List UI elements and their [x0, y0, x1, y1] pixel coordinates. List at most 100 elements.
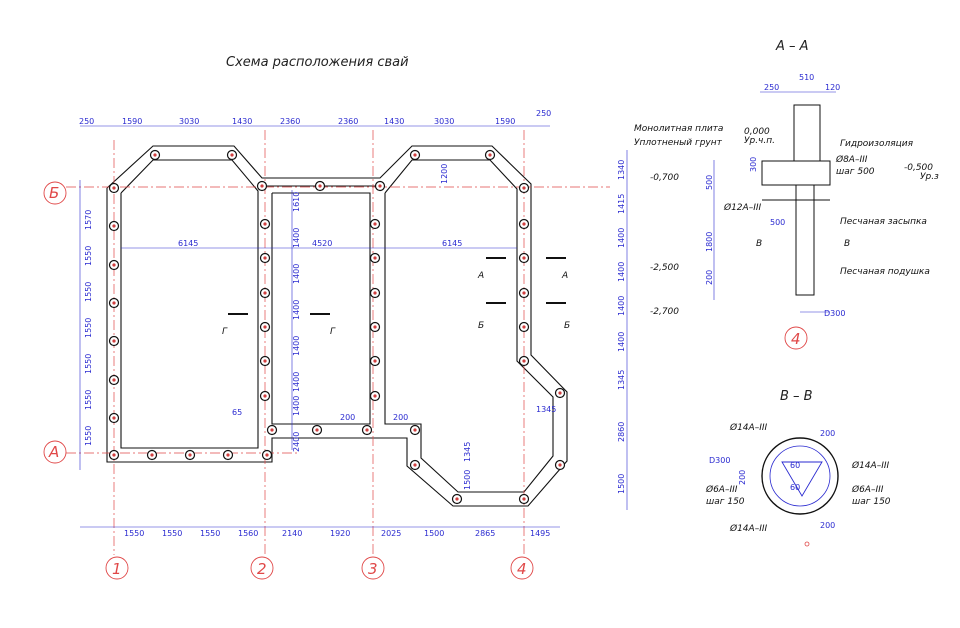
pile-center-18 [226, 453, 230, 457]
dim-mid-5: 1400 [292, 372, 301, 392]
pile-center-36 [413, 463, 417, 467]
pile-center-24 [263, 359, 267, 363]
vv-dim-1: 200 [738, 470, 747, 485]
dim-mid-1: 1400 [292, 228, 301, 248]
cut-b-right: Б [564, 321, 570, 331]
pile-markers [108, 149, 566, 505]
dim-1200: 1200 [440, 164, 449, 184]
vv-label-5: шаг 150 [852, 497, 891, 507]
pile-center-21 [263, 256, 267, 260]
cut-g-left: Г [222, 327, 228, 337]
dim-span-1: 6145 [178, 239, 198, 248]
dims-bottom: 1550 1550 1550 1560 2140 1920 2025 1500 … [124, 529, 550, 538]
dim-right-2: 1400 [617, 228, 626, 248]
vv-label-3: Ø14А–III [851, 460, 890, 471]
pile-center-31 [373, 359, 377, 363]
pile-center-1 [153, 153, 157, 157]
dim-top-5: 2360 [338, 117, 358, 126]
aa-elev-2500: -2,500 [650, 263, 679, 273]
dim-bottom-9: 1495 [530, 529, 550, 538]
dim-right-6: 1345 [617, 370, 626, 390]
dim-left-3: 1550 [84, 318, 93, 338]
pile-center-7 [488, 153, 492, 157]
dim-right-1: 1415 [617, 194, 626, 214]
aa-label-sand-fill: Песчаная засыпка [840, 217, 927, 227]
dim-top-0: 250 [79, 117, 94, 126]
vv-label-6: Ø14А–III [729, 523, 768, 534]
cut-b-left: Б [478, 321, 484, 331]
dim-left-6: 1550 [84, 426, 93, 446]
vv-label-0: Ø14А–III [729, 422, 768, 433]
dim-bottom-8: 2865 [475, 529, 495, 538]
dim-bottom-0: 1550 [124, 529, 144, 538]
axis-label-4: 4 [517, 560, 527, 578]
aa-label-waterproof: Гидроизоляция [840, 139, 914, 149]
pile-center-10 [112, 263, 116, 267]
axis-bubbles [43, 181, 534, 580]
aa-dim-1800: 1800 [705, 232, 714, 252]
pile-center-33 [315, 428, 319, 432]
axis-label-b: Б [49, 184, 59, 202]
axis-lines [66, 130, 610, 555]
dim-left-1: 1550 [84, 246, 93, 266]
dim-bottom-5: 1920 [330, 529, 350, 538]
section-aa: А – А 510 250 120 300 500 1800 200 500 D… [634, 39, 939, 350]
dims-left: 1570 1550 1550 1550 1550 1550 1550 [84, 210, 93, 446]
pile-center-23 [263, 325, 267, 329]
pile-center-12 [112, 339, 116, 343]
pile-center-2 [230, 153, 234, 157]
dim-200-b: 200 [393, 413, 408, 422]
pile-center-41 [522, 222, 526, 226]
dim-bottom-7: 1500 [424, 529, 444, 538]
dim-top-4: 2360 [280, 117, 300, 126]
axis-label-a: А [48, 443, 59, 461]
axis-label-1: 1 [112, 560, 122, 578]
dim-bottom-2: 1550 [200, 529, 220, 538]
aa-label-soil: Уплотненый грунт [634, 138, 723, 148]
dim-bottom-3: 1560 [238, 529, 258, 538]
pile-center-0 [112, 186, 116, 190]
section-cuts [228, 257, 566, 315]
aa-dim-120: 120 [825, 83, 840, 92]
aa-dim-300: 300 [749, 157, 758, 172]
dim-left-4: 1550 [84, 354, 93, 374]
dim-mid-2: 1400 [292, 264, 301, 284]
vv-dim-2: 200 [820, 521, 835, 530]
dim-left-5: 1550 [84, 390, 93, 410]
pile-center-35 [413, 428, 417, 432]
dim-65: 65 [232, 408, 242, 417]
pile-center-17 [188, 453, 192, 457]
aa-elev-0500: -0,500 [904, 163, 933, 173]
pile-center-11 [112, 301, 116, 305]
pile-center-13 [112, 378, 116, 382]
pile-center-6 [413, 153, 417, 157]
dims-right: 1340 1415 1400 1400 1400 1400 1345 2860 … [617, 160, 626, 494]
pile-center-39 [558, 463, 562, 467]
cut-a-left: А [477, 271, 484, 281]
dim-top-7: 3030 [434, 117, 454, 126]
dim-mid-6: 1400 [292, 396, 301, 416]
pile-center-4 [318, 184, 322, 188]
pile-center-40 [558, 391, 562, 395]
aa-rebar-12: Ø12А–III [723, 202, 762, 213]
dim-bottom-6: 2025 [381, 529, 401, 538]
cut-g-right: Г [330, 327, 336, 337]
pile-center-26 [270, 428, 274, 432]
dims-top: 250 1590 3030 1430 2360 2360 1430 3030 1… [79, 109, 551, 126]
pile-center-28 [373, 256, 377, 260]
dim-left-2: 1550 [84, 282, 93, 302]
section-vv: В – В D300 Ø14А–III Ø6А–III шаг 150 Ø14А… [705, 389, 891, 547]
dim-top-1: 1590 [122, 117, 142, 126]
pile-center-22 [263, 291, 267, 295]
dim-1345-a: 1345 [536, 405, 556, 414]
pile-center-38 [522, 497, 526, 501]
vv-label-1: Ø6А–III [705, 484, 738, 495]
pile-center-42 [522, 256, 526, 260]
aa-elev-0-note: Ур.ч.п. [744, 136, 775, 146]
grillage-outline [106, 145, 568, 507]
pile-center-5 [378, 184, 382, 188]
pile-center-43 [522, 291, 526, 295]
aa-dim-500: 500 [770, 218, 785, 227]
section-aa-title: А – А [775, 39, 809, 54]
